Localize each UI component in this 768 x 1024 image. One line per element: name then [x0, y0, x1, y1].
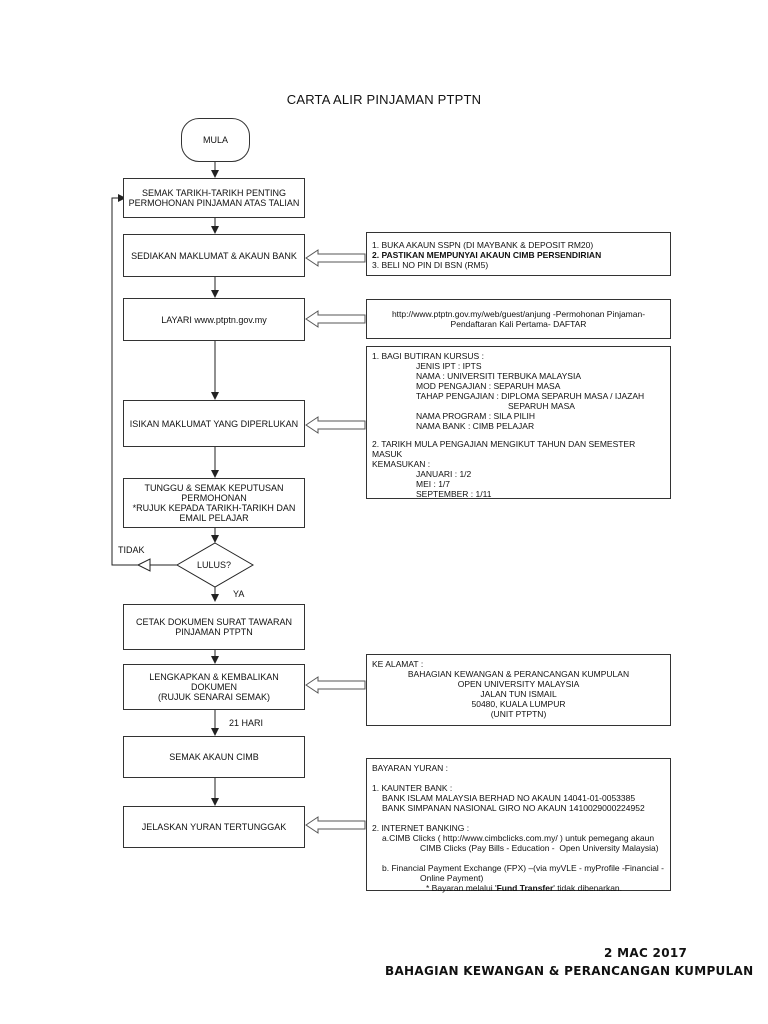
- note-line: MASUK: [372, 449, 403, 459]
- step-prepare-bank: SEDIAKAN MAKLUMAT & AKAUN BANK: [123, 234, 305, 277]
- note-line: KEMASUKAN :: [372, 459, 431, 469]
- note-warning: * Bayaran melalui 'Fund Transfer' tidak …: [372, 883, 665, 893]
- step-text: PINJAMAN PTPTN: [175, 627, 253, 637]
- note-line: JENIS IPT : IPTS: [416, 361, 482, 371]
- note-line: b. Financial Payment Exchange (FPX) –(vi…: [382, 863, 665, 873]
- note-line: SEPTEMBER : 1/11: [416, 489, 492, 499]
- note-line: BAHAGIAN KEWANGAN & PERANCANGAN KUMPULAN: [407, 669, 630, 679]
- step-pay-fees: JELASKAN YURAN TERTUNGGAK: [123, 806, 305, 848]
- note-line: 50480, KUALA LUMPUR: [471, 699, 566, 709]
- note-text: ' tidak dibenarkan.: [553, 883, 623, 893]
- block-arrow-address-icon: [305, 676, 366, 694]
- step-return-documents: LENGKAPKAN & KEMBALIKAN DOKUMEN (RUJUK S…: [123, 664, 305, 710]
- page-title: CARTA ALIR PINJAMAN PTPTN: [286, 92, 482, 107]
- step-text: JELASKAN YURAN TERTUNGGAK: [141, 822, 287, 832]
- note-line: 3. BELI NO PIN DI BSN (RM5): [372, 260, 489, 270]
- decision-diamond: [176, 542, 254, 588]
- footer-department: BAHAGIAN KEWANGAN & PERANCANGAN KUMPULAN: [385, 964, 754, 978]
- note-line: TAHAP PENGAJIAN : DIPLOMA SEPARUH MASA /…: [416, 391, 645, 401]
- block-arrow-details-icon: [305, 416, 366, 434]
- note-line: BAYARAN YURAN :: [372, 763, 449, 773]
- block-arrow-payment-icon: [305, 816, 366, 834]
- step-text: CETAK DOKUMEN SURAT TAWARAN: [135, 617, 292, 627]
- note-line: MEI : 1/7: [416, 479, 451, 489]
- label-tidak: TIDAK: [118, 545, 145, 555]
- step-text: ISIKAN MAKLUMAT YANG DIPERLUKAN: [129, 418, 299, 429]
- step-text: PERMOHONAN: [181, 493, 247, 503]
- note-line: OPEN UNIVERSITY MALAYSIA: [457, 679, 580, 689]
- note-line: Online Payment): [420, 873, 484, 883]
- note-line: MOD PENGAJIAN : SEPARUH MASA: [416, 381, 561, 391]
- note-course-details: 1. BAGI BUTIRAN KURSUS : JENIS IPT : IPT…: [366, 346, 671, 499]
- note-line: NAMA BANK : CIMB PELAJAR: [416, 421, 535, 431]
- note-text-bold: Fund Transfer: [496, 883, 554, 893]
- note-line: JALAN TUN ISMAIL: [480, 689, 557, 699]
- tidak-triangle-icon: [136, 558, 151, 572]
- note-line: 1. KAUNTER BANK :: [372, 783, 453, 793]
- note-line: 1. BAGI BUTIRAN KURSUS :: [372, 351, 484, 361]
- note-line: BANK SIMPANAN NASIONAL GIRO NO AKAUN 141…: [382, 803, 645, 813]
- note-line: Pendaftaran Kali Pertama- DAFTAR: [450, 319, 587, 329]
- step-text: LAYARI www.ptptn.gov.my: [161, 314, 267, 325]
- decision-label: LULUS?: [197, 560, 232, 570]
- note-line: NAMA : UNIVERSITI TERBUKA MALAYSIA: [416, 371, 582, 381]
- block-arrow-website-icon: [305, 310, 366, 328]
- step-text: EMAIL PELAJAR: [179, 513, 249, 523]
- step-text: LENGKAPKAN & KEMBALIKAN DOKUMEN: [149, 672, 279, 692]
- note-bank-requirements: 1. BUKA AKAUN SSPN (DI MAYBANK & DEPOSIT…: [366, 232, 671, 276]
- step-fill-details: ISIKAN MAKLUMAT YANG DIPERLUKAN: [123, 400, 305, 447]
- step-text: *RUJUK KEPADA TARIKH-TARIKH DAN: [132, 503, 296, 513]
- step-text: SEDIAKAN MAKLUMAT & AKAUN BANK: [131, 250, 297, 261]
- footer-date: 2 MAC 2017: [604, 946, 688, 960]
- note-line: NAMA PROGRAM : SILA PILIH: [416, 411, 536, 421]
- note-line: JANUARI : 1/2: [416, 469, 472, 479]
- start-terminal: MULA: [181, 118, 250, 162]
- note-line: (UNIT PTPTN): [490, 709, 547, 719]
- step-text: (RUJUK SENARAI SEMAK): [157, 692, 271, 702]
- step-check-dates: SEMAK TARIKH-TARIKH PENTING PERMOHONAN P…: [123, 178, 305, 218]
- label-21-days: 21 HARI: [229, 718, 264, 728]
- note-fee-payment: BAYARAN YURAN : 1. KAUNTER BANK : BANK I…: [366, 758, 671, 893]
- note-line: SEPARUH MASA: [508, 401, 575, 411]
- note-line: BANK ISLAM MALAYSIA BERHAD NO AKAUN 1404…: [382, 793, 636, 803]
- note-return-address: KE ALAMAT : BAHAGIAN KEWANGAN & PERANCAN…: [366, 654, 671, 726]
- note-text: * Bayaran melalui ': [426, 883, 497, 893]
- note-line: http://www.ptptn.gov.my/web/guest/anjung…: [391, 309, 646, 319]
- step-wait-result: TUNGGU & SEMAK KEPUTUSAN PERMOHONAN *RUJ…: [123, 478, 305, 528]
- step-text: TUNGGU & SEMAK KEPUTUSAN: [144, 483, 284, 493]
- step-print-offer: CETAK DOKUMEN SURAT TAWARAN PINJAMAN PTP…: [123, 604, 305, 650]
- note-line: 1. BUKA AKAUN SSPN (DI MAYBANK & DEPOSIT…: [372, 240, 594, 250]
- note-line: a.CIMB Clicks ( http://www.cimbclicks.co…: [382, 833, 655, 843]
- note-line: 2. TARIKH MULA PENGAJIAN MENGIKUT TAHUN …: [372, 439, 636, 449]
- note-line: CIMB Clicks (Pay Bills - Education - Ope…: [420, 843, 659, 853]
- note-line: 2. PASTIKAN MEMPUNYAI AKAUN CIMB PERSEND…: [372, 250, 602, 260]
- note-website-path: http://www.ptptn.gov.my/web/guest/anjung…: [366, 299, 671, 339]
- start-label: MULA: [202, 135, 228, 145]
- step-text: SEMAK TARIKH-TARIKH PENTING: [141, 188, 287, 198]
- note-line: KE ALAMAT :: [372, 659, 424, 669]
- step-visit-website: LAYARI www.ptptn.gov.my: [123, 298, 305, 341]
- step-text: PERMOHONAN PINJAMAN ATAS TALIAN: [128, 198, 300, 208]
- label-ya: YA: [233, 589, 245, 599]
- step-text: SEMAK AKAUN CIMB: [169, 752, 259, 762]
- step-check-cimb: SEMAK AKAUN CIMB: [123, 736, 305, 778]
- block-arrow-bank-icon: [305, 249, 366, 267]
- note-line: 2. INTERNET BANKING :: [372, 823, 470, 833]
